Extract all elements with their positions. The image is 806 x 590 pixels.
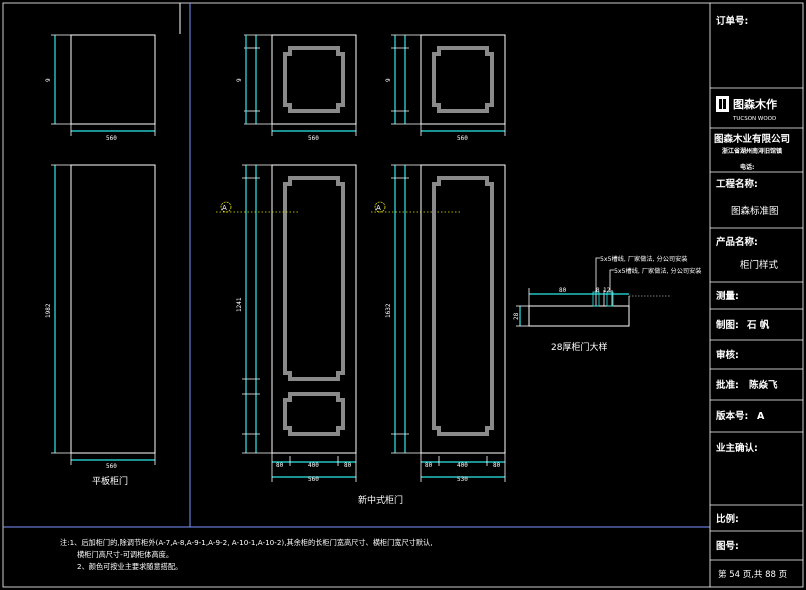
product-label: 产品名称: — [716, 236, 758, 248]
svg-text:注:1、后加柜门的,除调节柜外(A-7,A-8,A-9-1,: 注:1、后加柜门的,除调节柜外(A-7,A-8,A-9-1,A-9-2, A-1… — [60, 538, 433, 547]
svg-text:9: 9 — [45, 78, 52, 82]
drawn-value: 石 帆 — [746, 319, 770, 331]
svg-text:TUCSON WOOD: TUCSON WOOD — [732, 116, 776, 122]
svg-text:560: 560 — [106, 135, 117, 142]
svg-text:560: 560 — [308, 135, 319, 142]
scale-label: 比例: — [716, 513, 739, 525]
review-label: 审核: — [716, 349, 739, 361]
svg-text:1241: 1241 — [236, 297, 243, 312]
svg-text:80: 80 — [559, 287, 567, 294]
svg-text:横柜门高尺寸-可调柜体高度。: 横柜门高尺寸-可调柜体高度。 — [77, 550, 173, 559]
dim-door-a-large-height: 1241 — [236, 164, 272, 454]
flat-door-small — [70, 34, 156, 125]
dim-door-b-bottom-widths: 80 400 80 530 — [420, 453, 506, 483]
svg-text:560: 560 — [308, 476, 319, 483]
dim-door-b-small-width: 560 — [420, 124, 506, 142]
svg-text:2、颜色可按业主要求随意搭配。: 2、颜色可按业主要求随意搭配。 — [77, 562, 182, 571]
svg-text:560: 560 — [106, 463, 117, 470]
svg-text:1982: 1982 — [45, 303, 52, 318]
door-section-detail: 80 8 12 28 5x5槽线, 厂家做法, 分公司安装 5x5槽线, 厂家做… — [513, 255, 701, 353]
dim-flat-large-height: 1982 — [45, 164, 71, 454]
product-value: 柜门样式 — [740, 259, 779, 271]
dim-door-a-bottom-widths: 80 400 80 560 — [271, 453, 357, 483]
dim-flat-large-width: 560 — [70, 453, 156, 470]
company-phone: 电话: — [740, 163, 754, 171]
drawing-no-label: 图号: — [716, 541, 739, 552]
company-logo: 图森木作 TUCSON WOOD — [716, 96, 777, 122]
svg-text:80: 80 — [493, 462, 501, 469]
svg-text:80: 80 — [425, 462, 433, 469]
new-chinese-door-a-large — [271, 164, 357, 454]
approve-value: 陈焱飞 — [749, 379, 778, 391]
dim-door-b-large-height: 1632 — [385, 164, 421, 454]
approve-label: 批准: — [716, 379, 739, 391]
svg-text:80: 80 — [344, 462, 352, 469]
flat-door-large — [70, 164, 156, 454]
detail-callout-2: 5x5槽线, 厂家做法, 分公司安装 — [614, 267, 701, 275]
company-name: 图森木业有限公司 — [714, 133, 790, 145]
svg-text:28: 28 — [513, 312, 520, 320]
new-chinese-door-b-small — [420, 34, 506, 125]
flat-door-label: 平板柜门 — [92, 475, 128, 487]
new-chinese-door-b-large — [420, 164, 506, 454]
detail-callout-1: 5x5槽线, 厂家做法, 分公司安装 — [600, 255, 687, 263]
version-label: 版本号: — [715, 410, 748, 422]
project-value: 图森标准图 — [731, 205, 779, 217]
new-chinese-door-label: 新中式柜门 — [358, 494, 403, 506]
svg-text:530: 530 — [457, 476, 468, 483]
owner-confirm-label: 业主确认: — [716, 442, 758, 454]
new-chinese-door-a-small — [271, 34, 357, 125]
svg-text:80: 80 — [276, 462, 284, 469]
dim-flat-small-width: 560 — [70, 124, 156, 142]
svg-text:400: 400 — [457, 462, 468, 469]
detail-label: 28厚柜门大样 — [551, 341, 607, 353]
svg-text:1632: 1632 — [385, 303, 392, 318]
dim-door-a-small-width: 560 — [271, 124, 357, 142]
project-label: 工程名称: — [716, 178, 758, 190]
dim-door-a-small-height: 9 — [236, 34, 272, 125]
svg-text:9: 9 — [236, 78, 243, 82]
svg-text:A: A — [376, 204, 381, 212]
drawn-label: 制图: — [716, 319, 739, 331]
svg-text:8: 8 — [596, 287, 600, 294]
notes: 注:1、后加柜门的,除调节柜外(A-7,A-8,A-9-1,A-9-2, A-1… — [60, 538, 433, 571]
svg-text:400: 400 — [308, 462, 319, 469]
svg-text:图森木作: 图森木作 — [733, 97, 777, 111]
page-info: 第 54 页,共 88 页 — [718, 569, 787, 580]
dim-flat-small-height: 9 — [45, 34, 71, 125]
svg-text:A: A — [222, 204, 227, 212]
company-address: 浙江省湖州南浔旧馆镇 — [722, 147, 782, 155]
section-marker-a-right: A — [371, 201, 460, 213]
svg-text:12: 12 — [603, 287, 611, 294]
survey-label: 测量: — [716, 290, 739, 302]
svg-text:9: 9 — [385, 78, 392, 82]
version-value: A — [757, 411, 765, 422]
order-no-label: 订单号: — [716, 15, 748, 27]
dim-door-b-small-height: 9 — [385, 34, 421, 125]
svg-text:560: 560 — [457, 135, 468, 142]
section-marker-a-left: A — [216, 201, 300, 213]
title-block: 订单号: 图森木作 TUCSON WOOD 图森木业有限公司 浙江省湖州南浔旧馆… — [710, 15, 803, 580]
